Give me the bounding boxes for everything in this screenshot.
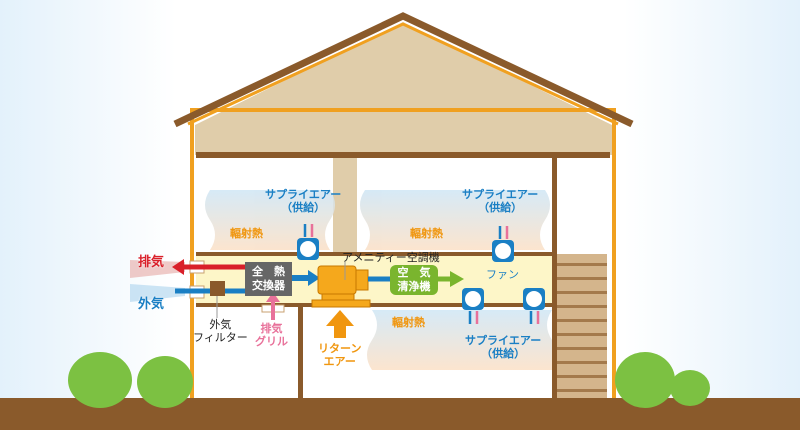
stairs <box>557 254 607 398</box>
amenity-ac-unit <box>317 265 357 295</box>
bushes <box>68 352 710 408</box>
exhaust-label: 排気 <box>138 255 165 270</box>
exhaust-grille-label: 排気グリル <box>255 322 288 348</box>
radiant-heat-label: 輻射熱 <box>230 227 263 240</box>
radiant-heat-label: 輻射熱 <box>392 316 425 329</box>
supply-air-label: サプライエアー（供給） <box>462 188 539 214</box>
duct-column <box>333 158 357 254</box>
supply-air-label: サプライエアー（供給） <box>465 334 542 360</box>
ground <box>0 398 800 430</box>
attic <box>195 22 612 155</box>
air-purifier: 空 気清浄機 <box>390 265 438 295</box>
supply-air-label: サプライエアー（供給） <box>265 188 342 214</box>
outside-air-label: 外気 <box>138 297 165 312</box>
outside-air-filter <box>210 281 225 296</box>
return-air-label: リターンエアー <box>318 342 362 368</box>
return-air-arrow <box>326 310 354 338</box>
amenity-ac-label: アメニティー空調機 <box>342 251 440 264</box>
radiant-heat-waves <box>205 190 557 370</box>
outside-air-filter-label: 外気フィルター <box>193 318 248 344</box>
heat-exchanger: 全 熱交換器 <box>245 262 292 296</box>
radiant-heat-label: 輻射熱 <box>410 227 443 240</box>
roof <box>173 12 634 128</box>
fan-label: ファン <box>486 268 519 281</box>
